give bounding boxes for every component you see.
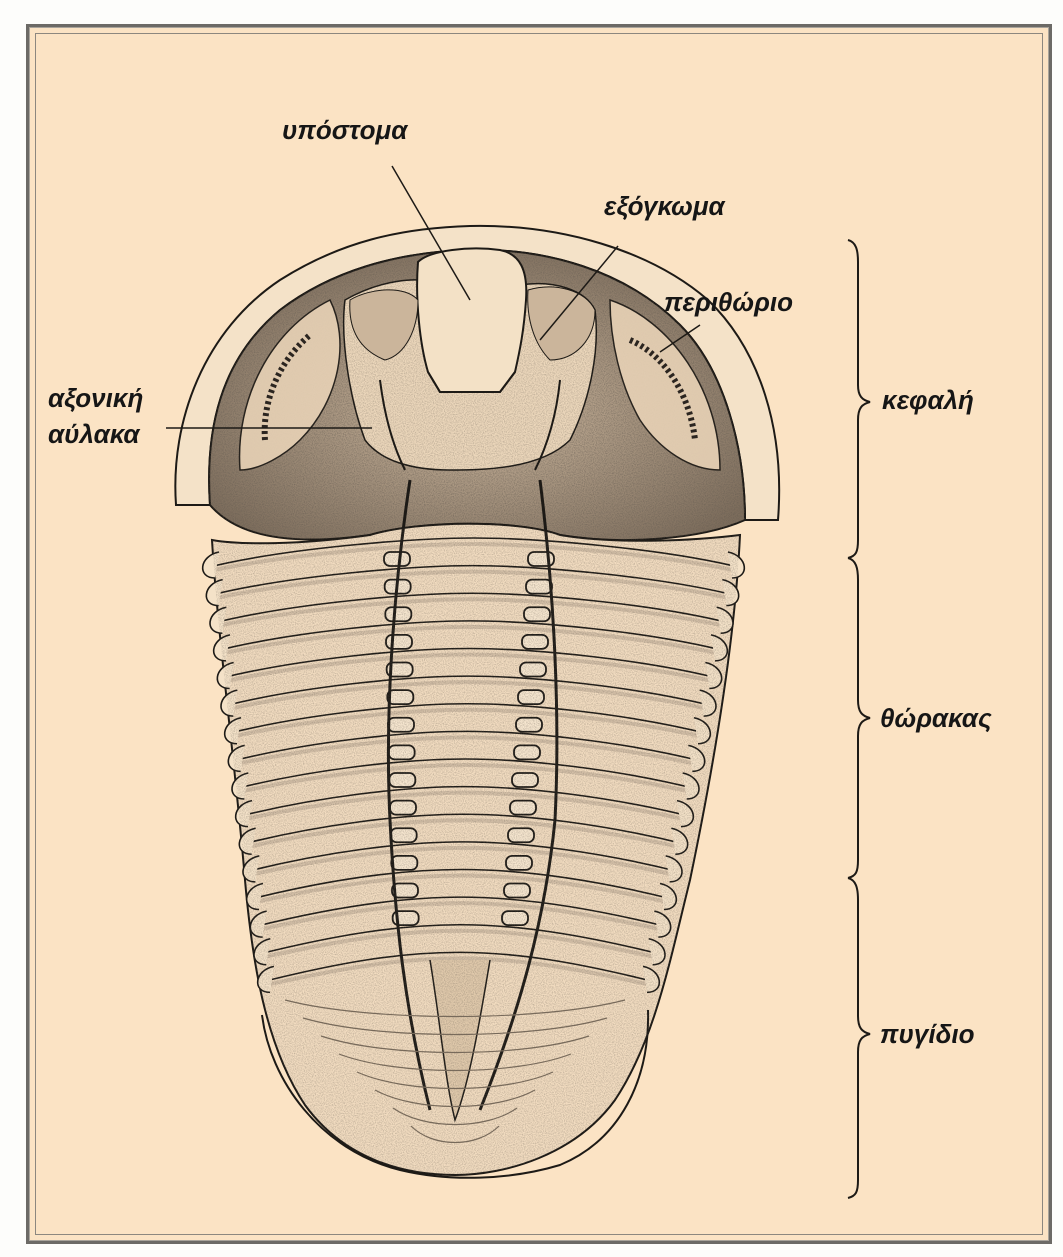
section-braces xyxy=(848,240,870,1198)
label-axial-furrow-line1: αξονική xyxy=(48,384,143,414)
label-pygidium: πυγίδιο xyxy=(880,1020,975,1050)
label-thorax: θώρακας xyxy=(880,704,992,734)
label-head: κεφαλή xyxy=(882,386,974,416)
brace-head xyxy=(848,240,870,558)
label-axial-furrow-line2: αύλακα xyxy=(48,420,140,450)
label-margin: περιθώριο xyxy=(664,288,793,318)
brace-thorax xyxy=(848,558,870,878)
brace-pygidium xyxy=(848,878,870,1198)
label-hypostome: υπόστομα xyxy=(282,116,407,146)
label-swelling: εξόγκωμα xyxy=(604,192,725,222)
cephalon xyxy=(175,226,779,540)
hypostome xyxy=(417,249,526,393)
